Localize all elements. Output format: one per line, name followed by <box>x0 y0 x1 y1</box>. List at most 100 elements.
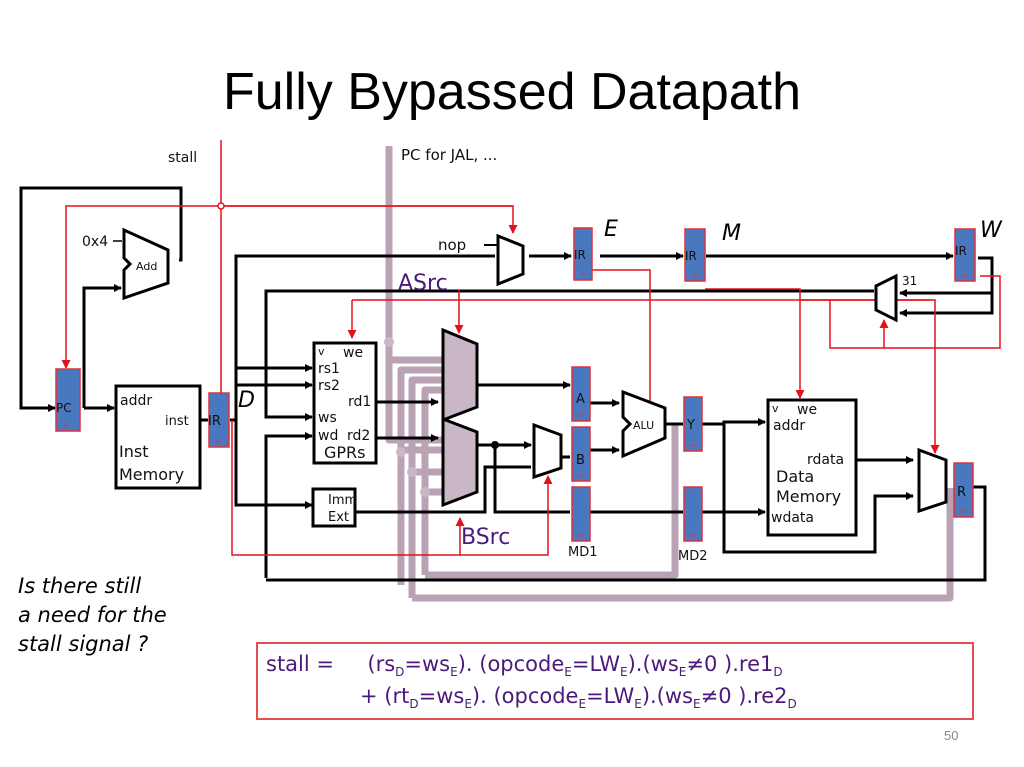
imm-ext-label-1: Imm <box>328 493 357 508</box>
alu-label: ALU <box>633 419 654 432</box>
eq-term: (rs <box>367 652 396 676</box>
eq-sub: E <box>564 665 572 680</box>
equation-line-1: stall = (rsD=wsE). (opcodeE=LWE).(wsE≠0 … <box>266 652 783 679</box>
eq-sub: D <box>395 665 405 680</box>
question-line-3: stall signal ? <box>18 632 149 656</box>
clock-icon: ^ <box>214 439 222 450</box>
ir-w-label: IR <box>955 244 967 258</box>
equation-plus: + <box>360 684 378 708</box>
dmem-wdata-label: wdata <box>771 510 814 526</box>
bsrc-mux <box>532 422 563 480</box>
clock-icon: ^ <box>689 533 697 544</box>
register-a: A ^ <box>571 366 591 424</box>
stall-equation-box: stall = (rsD=wsE). (opcodeE=LWE).(wsE≠0 … <box>256 642 974 720</box>
eq-term: =LW <box>571 652 621 676</box>
dmem-we-label: we <box>797 402 817 418</box>
eq-term: ≠0 ).re2 <box>700 684 788 708</box>
bypass-junctions <box>384 337 430 497</box>
inst-mem-inst-label: inst <box>165 414 189 429</box>
eq-term: (rt <box>384 684 410 708</box>
ir-m-label: IR <box>685 249 697 263</box>
gprs: v we rs1 rs2 rd1 ws wd rd2 GPRs <box>312 341 378 465</box>
gprs-rs1-label: rs1 <box>318 361 340 377</box>
eq-term: =ws <box>404 652 451 676</box>
question-line-2: a need for the <box>18 603 167 627</box>
eq-sub: E <box>450 665 458 680</box>
reg-b-label: B <box>576 453 585 468</box>
bypass-mux-a <box>441 327 479 423</box>
register-md2: ^ MD2 <box>678 486 708 564</box>
register-pc: PC ^ <box>55 368 81 435</box>
alu-out-bypass <box>425 424 679 579</box>
clock-icon: ^ <box>62 424 70 435</box>
bypass-a-in2 <box>397 366 443 578</box>
clock-icon: ^ <box>691 273 699 284</box>
stage-e-label: E <box>604 217 618 242</box>
reg-r-label: R <box>957 485 966 500</box>
eq-sub: D <box>787 697 797 712</box>
dmem-addr-label: addr <box>773 418 805 434</box>
imm-ext: Imm Ext <box>311 487 357 528</box>
ir-d-label: IR <box>208 414 221 429</box>
gprs-rd2-label: rd2 <box>347 428 370 444</box>
clock-icon: ^ <box>689 443 697 454</box>
bsrc-label: BSrc <box>461 525 510 550</box>
register-ir-e: IR ^ <box>573 227 593 283</box>
bsrc-junction <box>491 441 499 449</box>
reg-y-label: Y <box>686 418 695 433</box>
gprs-name: GPRs <box>324 443 366 462</box>
register-b: B ^ <box>571 426 591 484</box>
const31-label: 31 <box>902 274 917 288</box>
nop-mux <box>496 233 525 287</box>
eq-sub: E <box>464 697 472 712</box>
we-mark-icon: v <box>772 402 779 415</box>
eq-term: ).(ws <box>627 652 679 676</box>
inst-mem-name-2: Memory <box>119 465 184 484</box>
wb-bypass <box>412 488 954 602</box>
md1-label: MD1 <box>568 545 598 560</box>
clock-icon: ^ <box>577 473 585 484</box>
clock-icon: ^ <box>579 272 587 283</box>
md2-label: MD2 <box>678 549 708 564</box>
gprs-ws-label: ws <box>318 410 337 426</box>
eq-sub: E <box>634 697 642 712</box>
question-text: Is there still a need for the stall sign… <box>18 572 167 659</box>
stall-label: stall <box>168 150 197 166</box>
pc-label: PC <box>56 401 72 415</box>
dmem-rdata-label: rdata <box>807 452 844 468</box>
eq-sub: D <box>773 665 783 680</box>
eq-term: ).(ws <box>641 684 693 708</box>
bypass-a-in4 <box>421 386 443 575</box>
stage-m-label: M <box>722 221 741 246</box>
bypass-mux-b <box>441 416 479 508</box>
gprs-we-label: we <box>343 345 363 361</box>
equation-lhs: stall = <box>266 652 334 676</box>
bypass-a-in3 <box>408 376 443 598</box>
stage-d-label: D <box>238 388 255 413</box>
ws-mux <box>874 273 898 323</box>
eq-term: =LW <box>586 684 635 708</box>
clock-icon: ^ <box>959 509 967 520</box>
nop-label: nop <box>438 236 466 254</box>
alu: ALU <box>621 389 667 459</box>
register-ir-w: IR ^ <box>954 228 976 284</box>
adder-label: Add <box>136 260 157 273</box>
slide-title: Fully Bypassed Datapath <box>222 63 802 121</box>
register-r: R ^ <box>953 462 974 520</box>
stage-w-label: W <box>980 218 1003 243</box>
ir-e-label: IR <box>574 248 586 262</box>
eq-sub: E <box>678 665 687 680</box>
clock-icon: ^ <box>961 273 969 284</box>
question-line-1: Is there still <box>18 574 142 598</box>
data-memory: v we addr rdata Data Memory wdata <box>766 398 858 537</box>
eq-sub: E <box>693 697 701 712</box>
gprs-rd1-label: rd1 <box>348 394 371 410</box>
clock-icon: ^ <box>577 533 585 544</box>
imm-ext-label-2: Ext <box>328 510 349 525</box>
we-mark-icon: v <box>318 345 325 358</box>
pc-adder: Add <box>122 227 170 301</box>
register-ir-d: IR ^ <box>208 392 230 450</box>
eq-term: ≠0 ).re1 <box>686 652 774 676</box>
inst-mem-name-1: Inst <box>119 442 148 461</box>
eq-sub: D <box>409 697 419 712</box>
